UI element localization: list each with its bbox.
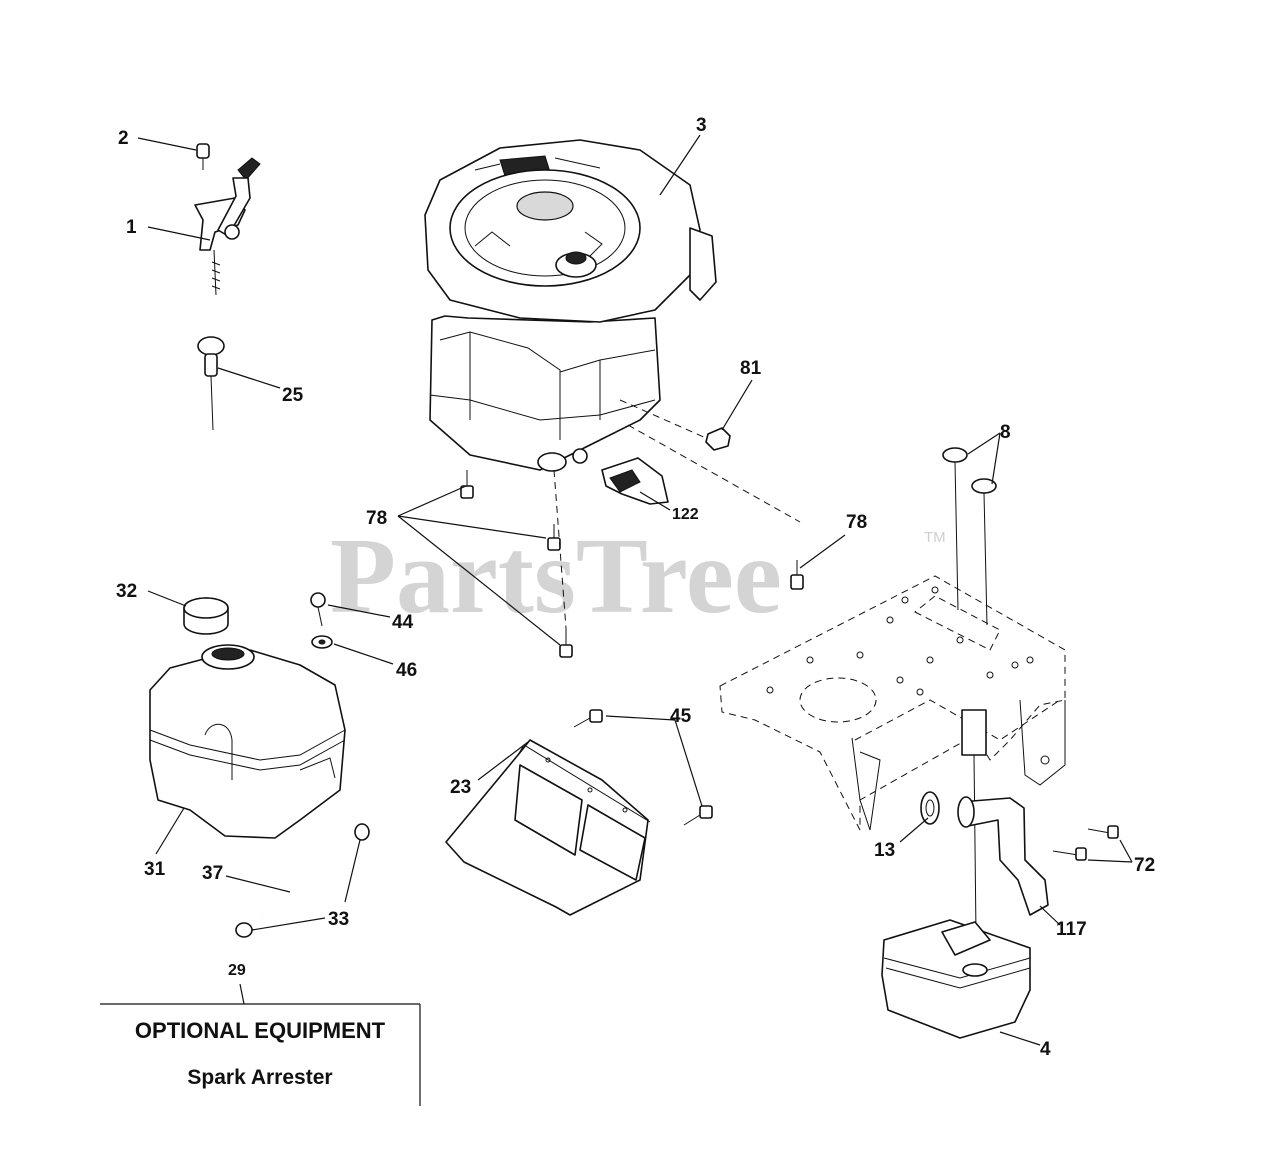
callout-46[interactable]: 46 [396, 660, 417, 681]
callout-78-right[interactable]: 78 [846, 512, 867, 533]
part-25-choke-cable[interactable] [197, 336, 225, 431]
part-33-clamps[interactable] [235, 823, 370, 938]
callout-2[interactable]: 2 [118, 128, 129, 149]
callout-4[interactable]: 4 [1040, 1039, 1051, 1060]
part-8-bolt-a[interactable] [942, 447, 968, 611]
part-3-engine[interactable] [424, 139, 717, 472]
callout-1[interactable]: 1 [126, 217, 137, 238]
callout-122[interactable]: 122 [672, 506, 699, 523]
part-78-bolt-c[interactable] [559, 628, 573, 658]
callout-25[interactable]: 25 [282, 385, 304, 406]
part-45-bolt-a[interactable] [573, 709, 603, 728]
callout-8[interactable]: 8 [1000, 422, 1011, 443]
part-8-bolt-b[interactable] [971, 478, 997, 626]
optional-equipment-title: OPTIONAL EQUIPMENT [134, 1018, 386, 1043]
part-32-fuel-cap[interactable] [183, 597, 229, 635]
callout-labels: 2 1 3 25 81 122 78 78 8 32 44 46 45 23 3… [116, 115, 1155, 1060]
watermark-trademark: TM [924, 529, 946, 546]
part-37-fuel-line[interactable] [260, 836, 356, 917]
part-4-muffler[interactable] [881, 709, 1031, 1039]
part-122-heat-shield[interactable] [601, 457, 669, 505]
callout-44[interactable]: 44 [392, 612, 414, 633]
part-72-bolt-b[interactable] [1052, 847, 1087, 861]
watermark-text: PartsTree [330, 517, 782, 636]
spark-arrester-label[interactable]: Spark Arrester [187, 1066, 333, 1089]
part-46-washer[interactable] [311, 635, 333, 649]
callout-78-left[interactable]: 78 [366, 508, 387, 529]
callout-117[interactable]: 117 [1056, 919, 1087, 940]
callout-23[interactable]: 23 [450, 777, 471, 798]
callout-29[interactable]: 29 [228, 962, 246, 979]
callout-3[interactable]: 3 [696, 115, 707, 136]
callout-45[interactable]: 45 [670, 706, 692, 727]
part-72-bolt-a[interactable] [1087, 825, 1119, 839]
part-2-screw[interactable] [196, 143, 210, 170]
part-78-bolt-d[interactable] [790, 560, 804, 590]
part-81-nut[interactable] [705, 427, 731, 451]
part-23-shield-plate[interactable] [445, 739, 651, 916]
callout-13[interactable]: 13 [874, 840, 895, 861]
callout-32[interactable]: 32 [116, 581, 137, 602]
part-1-throttle-control[interactable] [194, 157, 261, 296]
part-45-bolt-b[interactable] [683, 805, 713, 826]
callout-72[interactable]: 72 [1134, 855, 1155, 876]
callout-81[interactable]: 81 [740, 358, 762, 379]
callout-31[interactable]: 31 [144, 859, 166, 880]
part-44-bolt[interactable] [310, 592, 326, 627]
callout-37[interactable]: 37 [202, 863, 223, 884]
optional-equipment-box [100, 1003, 421, 1106]
part-117-exhaust-pipe[interactable] [957, 796, 1049, 916]
part-78-bolt-a[interactable] [460, 470, 474, 499]
leader-lines [137, 134, 1133, 1046]
part-13-gasket[interactable] [920, 791, 940, 825]
callout-33[interactable]: 33 [328, 909, 349, 930]
part-31-fuel-tank[interactable] [149, 644, 346, 839]
